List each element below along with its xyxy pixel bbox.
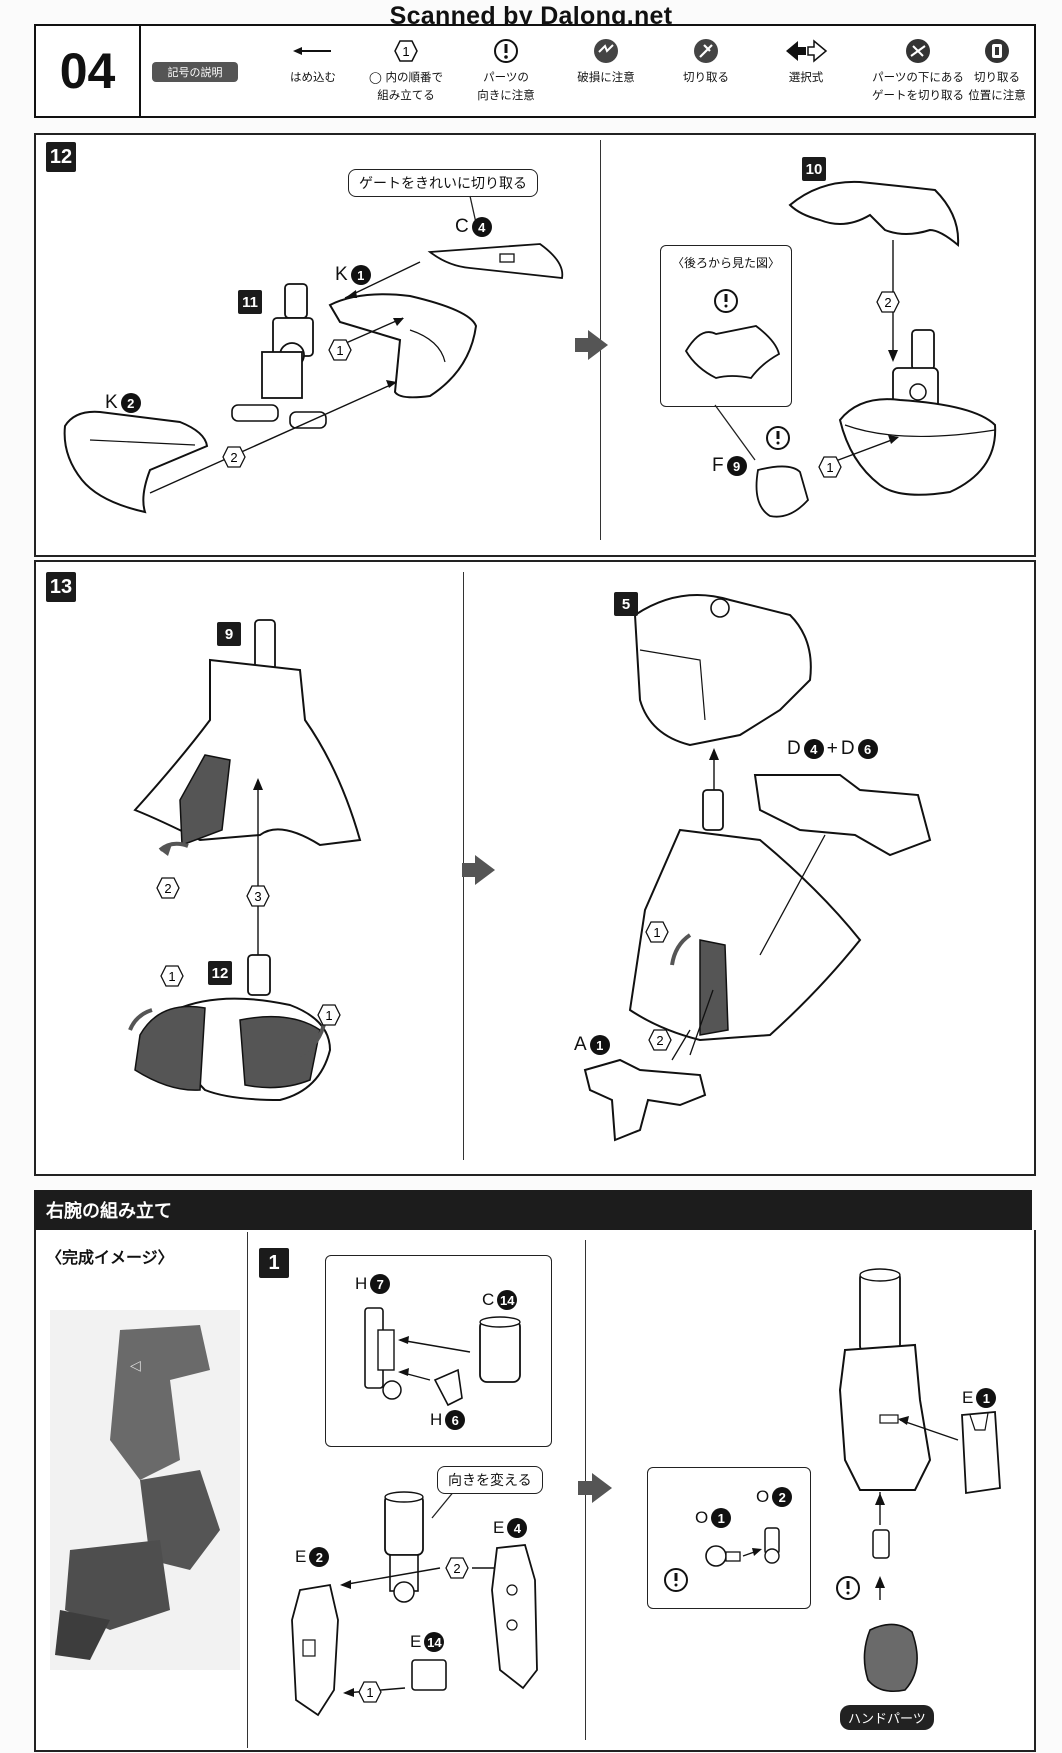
- cut-under-gate-icon: [858, 34, 978, 68]
- order-number-icon: 1: [356, 34, 456, 68]
- svg-text:2: 2: [656, 1033, 663, 1048]
- sub-step-5: 5: [614, 592, 638, 616]
- svg-text:2: 2: [230, 450, 237, 465]
- step-number: 13: [46, 572, 76, 602]
- legend-label: 切り取る: [683, 70, 729, 84]
- svg-text:1: 1: [402, 44, 409, 59]
- arrow-left-icon: [263, 34, 363, 68]
- svg-text:2: 2: [884, 295, 891, 310]
- legend-label: パーツの: [483, 70, 529, 84]
- svg-text:1: 1: [653, 925, 660, 940]
- legend-item-breakage: 破損に注意: [556, 34, 656, 86]
- legend-item-under-gate: パーツの下にある ゲートを切り取る: [858, 34, 978, 104]
- attention-icon: [456, 34, 556, 68]
- sub-step-9: 9: [217, 622, 241, 646]
- rear-view-label: 〈後ろから見た図〉: [671, 256, 780, 270]
- svg-text:◁: ◁: [130, 1357, 141, 1373]
- legend-item-direction: パーツの 向きに注意: [456, 34, 556, 104]
- svg-text:1: 1: [168, 969, 175, 984]
- completed-image-divider: [247, 1232, 248, 1748]
- completed-image-label: 〈完成イメージ〉: [46, 1248, 174, 1267]
- legend-item-select: 選択式: [756, 34, 856, 86]
- legend-label: ◯ 内の順番で: [368, 70, 444, 84]
- legend-label: はめ込む: [290, 70, 336, 84]
- sub-step-11: 11: [238, 290, 262, 314]
- legend-label: 位置に注意: [968, 88, 1026, 102]
- symbol-legend: 04 記号の説明 はめ込む 1 ◯ 内の順番で 組み立てる パーツの 向きに注意…: [34, 24, 1036, 118]
- legend-item-cut: 切り取る: [656, 34, 756, 86]
- legend-item-order: 1 ◯ 内の順番で 組み立てる: [356, 34, 456, 104]
- legend-label: ゲートを切り取る: [872, 88, 964, 102]
- step-number: 12: [46, 142, 76, 172]
- legend-label: 選択式: [788, 70, 824, 84]
- gate-cut-callout: ゲートをきれいに切り取る: [348, 169, 538, 197]
- rear-view-drawing: [684, 289, 781, 379]
- legend-label: 切り取る: [974, 70, 1020, 84]
- svg-text:2: 2: [453, 1561, 460, 1576]
- legend-label: 向きに注意: [477, 88, 535, 102]
- change-direction-callout: 向きを変える: [437, 1466, 543, 1494]
- o-parts-drawing: [664, 1527, 780, 1592]
- rear-view-inset: 〈後ろから見た図〉: [660, 245, 792, 407]
- svg-text:1: 1: [826, 460, 833, 475]
- legend-pill: 記号の説明: [152, 62, 238, 82]
- svg-text:3: 3: [254, 889, 261, 904]
- legend-label: 組み立てる: [377, 88, 435, 102]
- legend-label: パーツの下にある: [872, 70, 964, 84]
- legend-label: 破損に注意: [577, 70, 635, 84]
- legend-item-insert: はめ込む: [263, 34, 363, 86]
- svg-text:2: 2: [164, 881, 171, 896]
- breakage-icon: [556, 34, 656, 68]
- cut-icon: [656, 34, 756, 68]
- page-number: 04: [36, 26, 141, 116]
- section-title: 右腕の組み立て: [34, 1190, 1032, 1230]
- select-arrows-icon: [756, 34, 856, 68]
- legend-item-cut-position: 切り取る 位置に注意: [960, 34, 1034, 104]
- completed-image-photo: ◁: [50, 1310, 240, 1670]
- svg-text:1: 1: [336, 343, 343, 358]
- svg-text:1: 1: [366, 1685, 373, 1700]
- svg-text:1: 1: [325, 1008, 332, 1023]
- sub-step-10: 10: [802, 157, 826, 181]
- cut-position-icon: [960, 34, 1034, 68]
- hand-parts-tag: ハンドパーツ: [840, 1705, 934, 1730]
- step-number: 1: [259, 1248, 289, 1278]
- sub-step-12: 12: [208, 961, 232, 985]
